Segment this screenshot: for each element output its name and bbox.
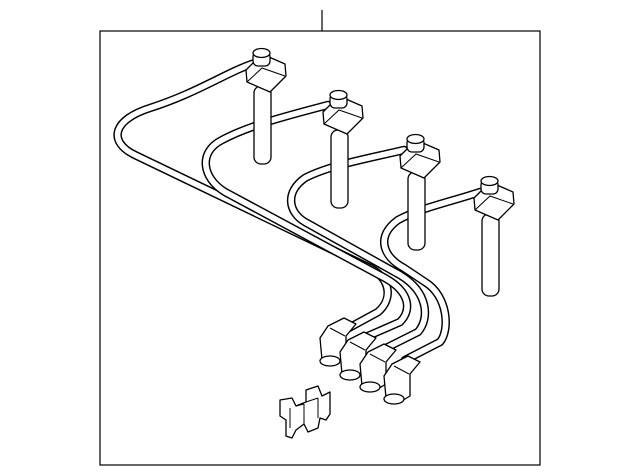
wire-1: [113, 57, 392, 335]
plug-boot-4: [383, 355, 421, 405]
coil-boot-2: [322, 89, 364, 209]
wire-4: [379, 187, 485, 365]
coil-boot-1: [245, 47, 287, 165]
ignition-wire-set: [113, 57, 485, 365]
diagram-frame: [99, 30, 541, 466]
wire-2: [201, 100, 412, 341]
coil-boot-3: [399, 133, 441, 251]
coil-boot-4: [473, 175, 515, 297]
plug-boot-3: [359, 343, 397, 393]
wire-3: [286, 145, 430, 353]
wire-separator-clip: [279, 385, 331, 439]
